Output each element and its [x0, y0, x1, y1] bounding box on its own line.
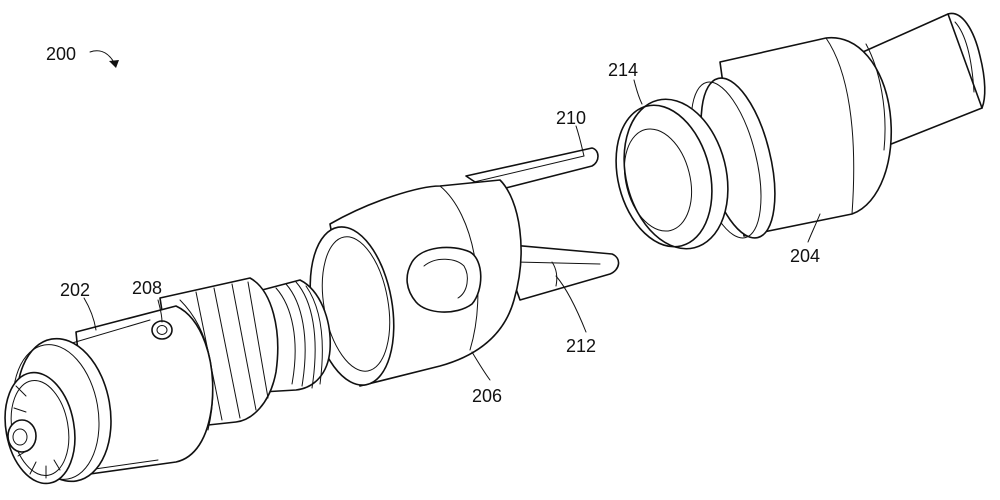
front-face: [4, 371, 76, 485]
assembly-callout: 200: [46, 44, 119, 68]
slot-212-line-b: [551, 261, 558, 287]
label-210: 210: [556, 108, 586, 128]
label-204: 204: [790, 246, 820, 266]
thread-line-4: [305, 285, 323, 385]
port-208-inner: [156, 325, 168, 335]
label-208: 208: [132, 278, 162, 298]
label-202: 202: [60, 280, 90, 300]
rib-4: [247, 281, 269, 399]
label-212: 212: [566, 336, 596, 356]
reference-labels: 202 208 206 212 210 214 204: [60, 60, 820, 406]
slot-212-line-a: [515, 261, 601, 265]
label-206: 206: [472, 386, 502, 406]
sleeve-window: [406, 246, 482, 313]
nozzle-bore: [12, 428, 28, 446]
cap-taper-line: [825, 37, 855, 215]
sleeve-window-inner: [423, 258, 468, 299]
thread-line-1: [275, 287, 296, 385]
leader-lines: [83, 79, 821, 381]
prong-210-edge: [473, 155, 585, 183]
leader-212: [555, 275, 587, 333]
thread-line-3: [295, 281, 316, 389]
cap-face: [623, 128, 693, 232]
ring-214-lip: [615, 104, 713, 248]
cable-end: [947, 12, 986, 109]
part-206-sleeve: [309, 147, 620, 387]
port-208: [151, 320, 173, 340]
cable-end-inner: [954, 21, 975, 93]
collar-band-top: [61, 319, 151, 347]
part-202-connector: [4, 277, 331, 485]
part-204-cap: [615, 12, 986, 250]
leader-214: [633, 79, 643, 105]
label-200: 200: [46, 44, 76, 64]
ring-214: [623, 98, 729, 250]
cap-edge-line: [865, 43, 886, 151]
leader-206: [471, 351, 491, 381]
label-214: 214: [608, 60, 638, 80]
prong-212-lower: [499, 243, 620, 301]
nozzle: [7, 419, 37, 453]
rib-3: [231, 283, 257, 411]
leader-204: [807, 213, 821, 243]
thread-line-2: [285, 283, 306, 387]
leader-202: [83, 297, 97, 331]
thread-section: [261, 279, 331, 393]
rib-2: [213, 287, 241, 419]
leader-210: [575, 125, 585, 157]
arrow-head-200: [109, 60, 119, 68]
leader-208: [157, 299, 163, 323]
